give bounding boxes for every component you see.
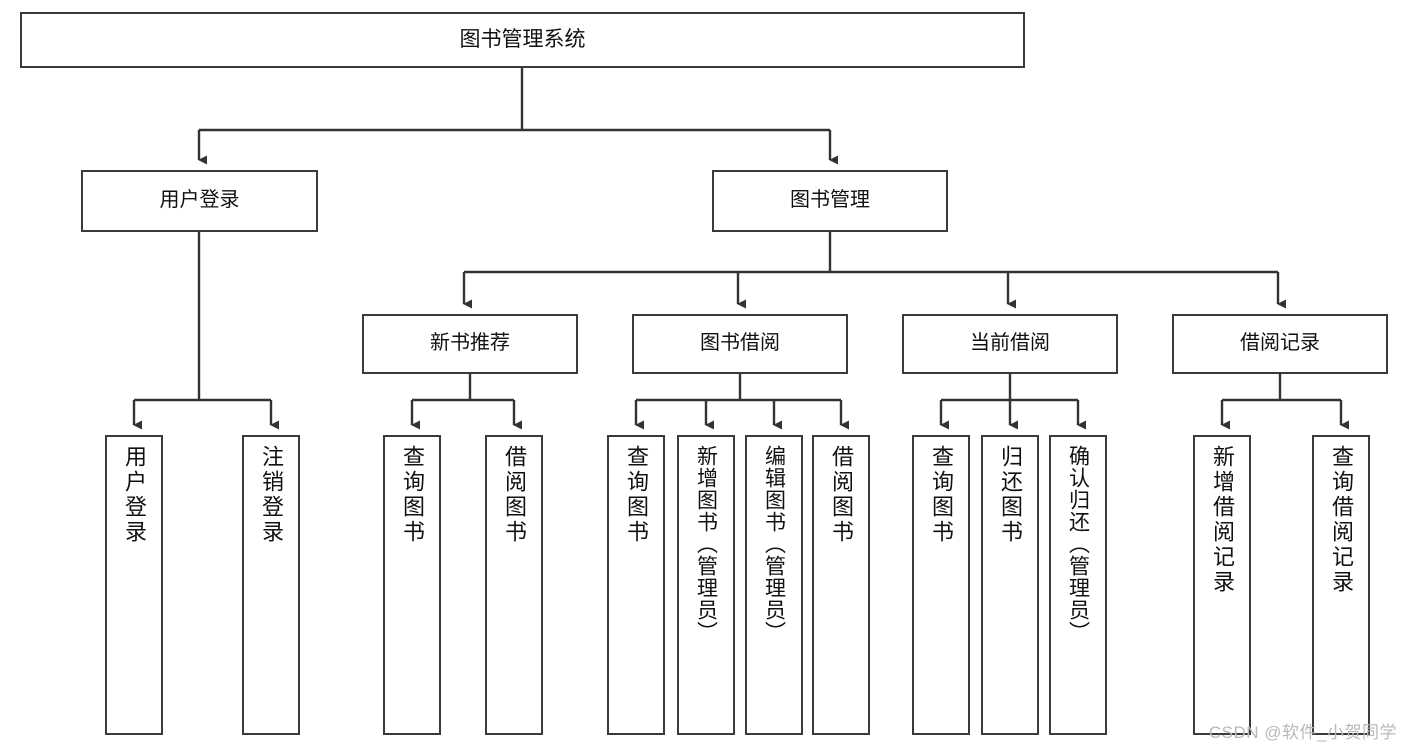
node-label: 新增图书（管理员） (694, 445, 718, 643)
node-user-login[interactable]: 用户登录 (81, 170, 318, 232)
node-label: 图书管理系统 (459, 27, 586, 51)
node-label: 图书管理 (790, 189, 870, 212)
node-label: 归还图书 (998, 445, 1023, 545)
node-label: 查询图书 (624, 445, 649, 545)
node-label: 借阅图书 (502, 445, 527, 545)
csdn-watermark: CSDN @软件_小贺同学 (1208, 723, 1397, 742)
leaf-confirm-return-admin[interactable]: 确认归还（管理员） (1049, 435, 1107, 735)
leaf-add-book-admin[interactable]: 新增图书（管理员） (677, 435, 735, 735)
node-new-book-recommendation[interactable]: 新书推荐 (362, 314, 578, 374)
leaf-query-book-current[interactable]: 查询图书 (912, 435, 970, 735)
node-label: 查询图书 (929, 445, 954, 545)
leaf-edit-book-admin[interactable]: 编辑图书（管理员） (745, 435, 803, 735)
leaf-borrow-book-recommend[interactable]: 借阅图书 (485, 435, 543, 735)
leaf-return-book[interactable]: 归还图书 (981, 435, 1039, 735)
node-label: 用户登录 (159, 189, 240, 212)
leaf-add-borrow-record[interactable]: 新增借阅记录 (1193, 435, 1251, 735)
node-book-management[interactable]: 图书管理 (712, 170, 948, 232)
node-label: 编辑图书（管理员） (762, 445, 786, 643)
node-label: 图书借阅 (700, 332, 780, 355)
leaf-logout-login[interactable]: 注销登录 (242, 435, 300, 735)
node-current-borrowing[interactable]: 当前借阅 (902, 314, 1118, 374)
node-label: 查询图书 (400, 445, 425, 545)
leaf-query-borrow-record[interactable]: 查询借阅记录 (1312, 435, 1370, 735)
leaf-query-book-recommend[interactable]: 查询图书 (383, 435, 441, 735)
node-borrowing-record[interactable]: 借阅记录 (1172, 314, 1388, 374)
node-label: 确认归还（管理员） (1066, 445, 1090, 643)
node-label: 借阅记录 (1240, 332, 1320, 355)
node-label: 新增借阅记录 (1210, 445, 1235, 595)
node-label: 查询借阅记录 (1329, 445, 1354, 595)
leaf-query-book-borrow[interactable]: 查询图书 (607, 435, 665, 735)
node-book-borrowing[interactable]: 图书借阅 (632, 314, 848, 374)
node-root-system[interactable]: 图书管理系统 (20, 12, 1025, 68)
leaf-borrow-book[interactable]: 借阅图书 (812, 435, 870, 735)
node-label: 借阅图书 (829, 445, 854, 545)
node-label: 注销登录 (259, 445, 284, 545)
node-label: 当前借阅 (970, 332, 1050, 355)
node-label: 用户登录 (122, 445, 147, 545)
node-label: 新书推荐 (430, 332, 510, 355)
leaf-user-login[interactable]: 用户登录 (105, 435, 163, 735)
